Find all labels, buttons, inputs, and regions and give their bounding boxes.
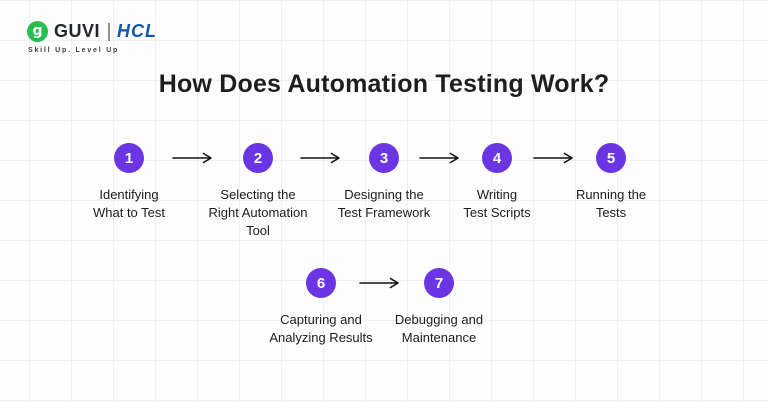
step-4: 4 Writing Test Scripts [422,143,572,222]
step-2-number: 2 [253,149,263,167]
flow-arrow-icon [300,152,342,164]
step-7: 7 Debugging and Maintenance [364,268,514,347]
step-7-badge: 7 [424,268,454,298]
guvi-icon-glyph: g [32,22,43,39]
step-6-label: Capturing and Analyzing Results [269,312,373,345]
step-3-label: Designing the Test Framework [337,187,431,220]
brand-tagline: Skill Up. Level Up [28,47,120,54]
step-2: 2 Selecting the Right Automation Tool [183,143,333,240]
flow-arrow-icon [533,152,575,164]
step-2-label: Selecting the Right Automation Tool [208,187,308,238]
step-6: 6 Capturing and Analyzing Results [246,268,396,347]
step-5-label: Running the Tests [575,187,647,220]
step-1-label: Identifying What to Test [92,187,165,220]
step-1-number: 1 [124,149,134,167]
step-4-number: 4 [492,149,502,167]
step-6-number: 6 [316,274,326,292]
page-title: How Does Automation Testing Work? [158,70,610,98]
step-1: 1 Identifying What to Test [54,143,204,222]
step-5-number: 5 [606,149,616,167]
flow-arrow-icon [172,152,214,164]
step-4-badge: 4 [482,143,512,173]
step-1-badge: 1 [114,143,144,173]
step-2-badge: 2 [243,143,273,173]
guvi-logo-text: GUVI [54,21,101,41]
step-6-badge: 6 [306,268,336,298]
step-5-badge: 5 [596,143,626,173]
flow-arrow-icon [359,277,401,289]
flow-arrow-icon [419,152,461,164]
guvi-logo-icon: g [27,21,48,42]
step-3: 3 Designing the Test Framework [309,143,459,222]
brand-divider [108,22,111,41]
step-7-number: 7 [434,274,444,292]
step-3-number: 3 [379,149,389,167]
brand-row: g GUVI HCL [27,21,157,42]
step-3-badge: 3 [369,143,399,173]
hcl-logo-text: HCL [117,21,158,41]
brand-header: g GUVI HCL Skill Up. Level Up [27,21,157,54]
step-4-label: Writing Test Scripts [463,187,531,220]
step-5: 5 Running the Tests [536,143,686,222]
step-7-label: Debugging and Maintenance [394,312,484,345]
